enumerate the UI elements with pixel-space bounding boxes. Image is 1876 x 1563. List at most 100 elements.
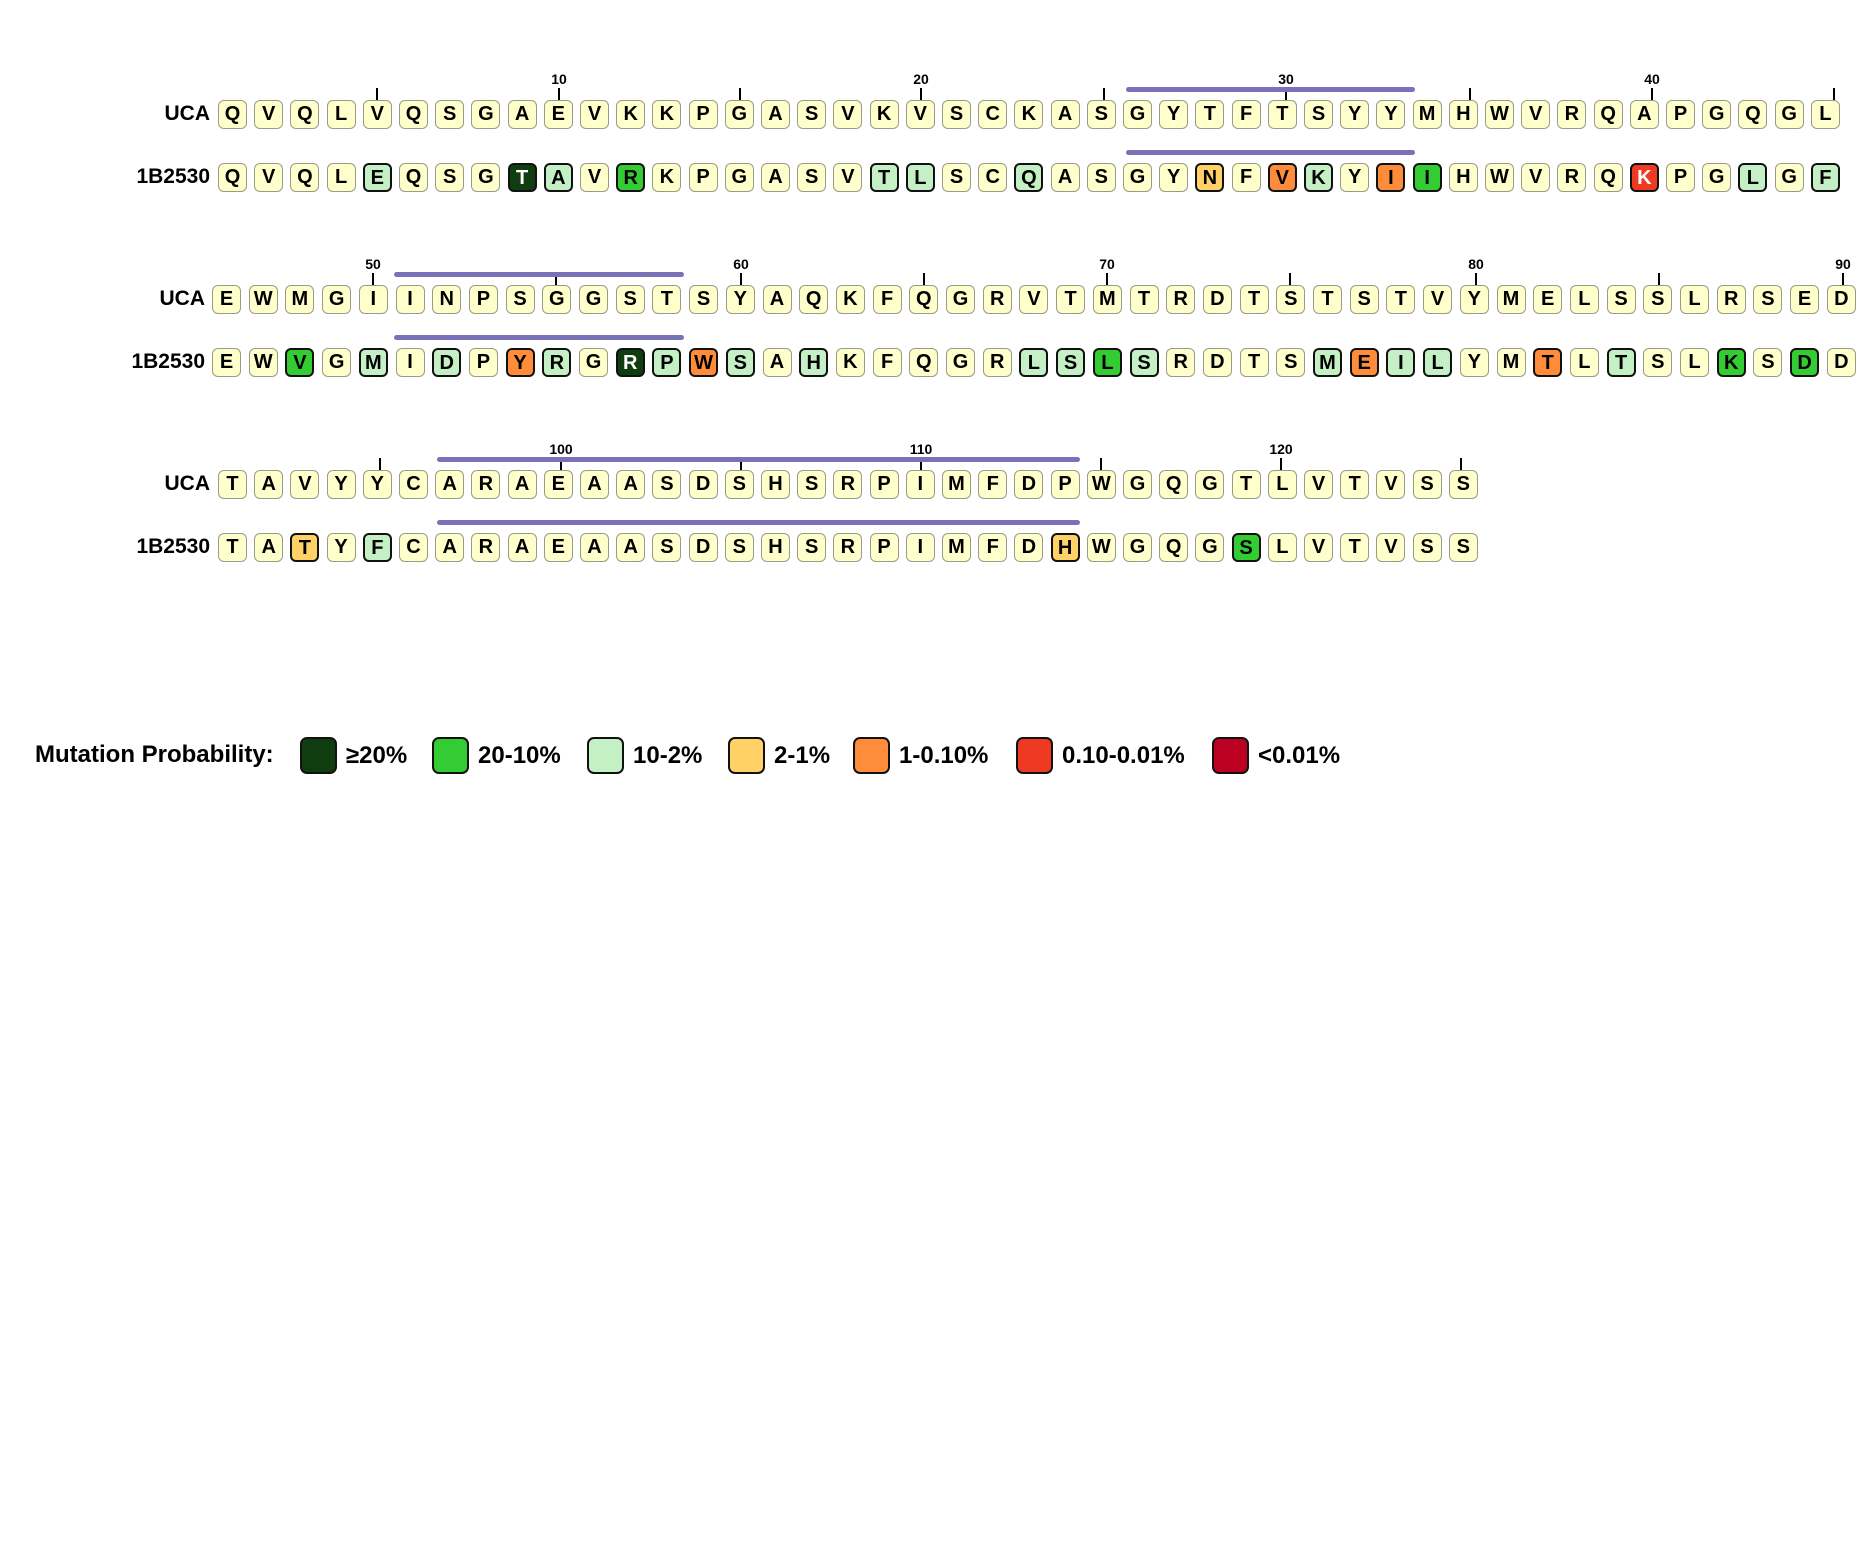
uca-sequence-label: UCA [164, 472, 211, 495]
uca-residue: P [688, 100, 718, 129]
cdr-region-bar [394, 272, 684, 277]
uca-residue: S [1276, 285, 1306, 314]
position-tick [1460, 458, 1462, 472]
antibody-residue: K [652, 163, 682, 192]
antibody-residue: V [580, 163, 609, 192]
antibody-residue: I [905, 533, 935, 562]
uca-residue: Y [1459, 285, 1489, 314]
uca-residue: M [285, 285, 315, 314]
mutated-residue: F [362, 533, 392, 562]
uca-residue: V [254, 100, 284, 129]
antibody-residue: G [1702, 163, 1732, 192]
uca-residue: Q [799, 285, 829, 314]
uca-residue: I [358, 285, 388, 314]
mutated-residue: A [543, 163, 573, 192]
antibody-residue: E [212, 348, 241, 377]
uca-sequence-label: UCA [164, 102, 211, 125]
position-tick [1658, 273, 1660, 287]
uca-residue: W [1485, 100, 1514, 129]
position-number: 100 [549, 441, 573, 457]
uca-residue: V [1376, 470, 1406, 499]
mutated-residue: T [507, 163, 537, 192]
uca-residue: W [248, 285, 278, 314]
uca-residue: T [1267, 100, 1297, 129]
antibody-residue: V [833, 163, 863, 192]
uca-residue: L [1810, 100, 1840, 129]
antibody-residue: D [688, 533, 718, 562]
uca-residue: V [1423, 285, 1453, 314]
mutated-residue: K [1629, 163, 1659, 192]
mutated-residue: T [290, 533, 320, 562]
antibody-residue: S [1448, 533, 1478, 562]
uca-residue: T [1239, 285, 1269, 314]
legend-label: 0.10-0.01% [1062, 742, 1185, 769]
mutated-residue: N [1195, 163, 1225, 192]
antibody-residue: G [322, 348, 352, 377]
uca-residue: M [1092, 285, 1122, 314]
mutated-residue: R [616, 163, 646, 192]
uca-residue: Y [1376, 100, 1406, 129]
position-tick [740, 458, 742, 472]
position-tick [1289, 273, 1291, 287]
uca-residue: A [435, 470, 465, 499]
antibody-residue: G [471, 163, 501, 192]
uca-residue: S [1086, 100, 1116, 129]
antibody-residue: F [1231, 163, 1261, 192]
antibody-residue: L [326, 163, 356, 192]
antibody-residue: Y [1159, 163, 1189, 192]
mutated-residue: Q [1014, 163, 1044, 192]
uca-residue: Q [909, 285, 939, 314]
uca-residue: T [1231, 470, 1261, 499]
antibody-residue: R [982, 348, 1012, 377]
uca-residue: R [1166, 285, 1196, 314]
uca-residue: F [1231, 100, 1261, 129]
uca-residue: G [1702, 100, 1732, 129]
uca-residue: K [1014, 100, 1044, 129]
uca-residue: R [1716, 285, 1746, 314]
uca-residue: P [869, 470, 899, 499]
uca-residue: S [797, 100, 827, 129]
antibody-residue: A [580, 533, 609, 562]
uca-residue: G [322, 285, 352, 314]
mutated-residue: L [1423, 348, 1453, 377]
antibody-residue: Q [1593, 163, 1623, 192]
uca-residue: T [1313, 285, 1342, 314]
antibody-residue: I [395, 348, 425, 377]
uca-residue: S [505, 285, 535, 314]
uca-residue: A [1629, 100, 1659, 129]
mutated-residue: S [1231, 533, 1261, 562]
uca-residue: A [761, 100, 790, 129]
antibody-residue: A [761, 163, 790, 192]
mutated-residue: K [1304, 163, 1333, 192]
uca-residue: Y [725, 285, 755, 314]
uca-residue: Y [326, 470, 356, 499]
mutated-residue: I [1412, 163, 1442, 192]
uca-residue: S [652, 470, 682, 499]
antibody-residue: A [762, 348, 792, 377]
uca-residue: T [1056, 285, 1086, 314]
antibody-residue: L [1680, 348, 1709, 377]
legend-label: 2-1% [774, 742, 831, 769]
legend-swatch [432, 737, 469, 774]
antibody-sequence-label: 1B2530 [136, 535, 210, 558]
uca-residue: E [543, 470, 573, 499]
uca-residue: L [1267, 470, 1297, 499]
mutated-residue: E [1349, 348, 1379, 377]
antibody-residue: G [1195, 533, 1225, 562]
mutated-residue: M [358, 348, 388, 377]
uca-residue: G [946, 285, 975, 314]
antibody-residue: Q [1159, 533, 1189, 562]
cdr-region-bar [1126, 150, 1415, 155]
legend-label: 1-0.10% [899, 742, 989, 769]
uca-residue: Q [399, 100, 428, 129]
position-tick [1833, 88, 1835, 102]
uca-residue: S [1643, 285, 1673, 314]
position-number: 120 [1269, 441, 1293, 457]
legend-swatch [1212, 737, 1249, 774]
uca-residue: G [1123, 470, 1152, 499]
position-tick [372, 273, 374, 287]
uca-residue: K [869, 100, 899, 129]
uca-residue: C [978, 100, 1008, 129]
antibody-residue: W [1086, 533, 1116, 562]
uca-residue: E [1790, 285, 1820, 314]
